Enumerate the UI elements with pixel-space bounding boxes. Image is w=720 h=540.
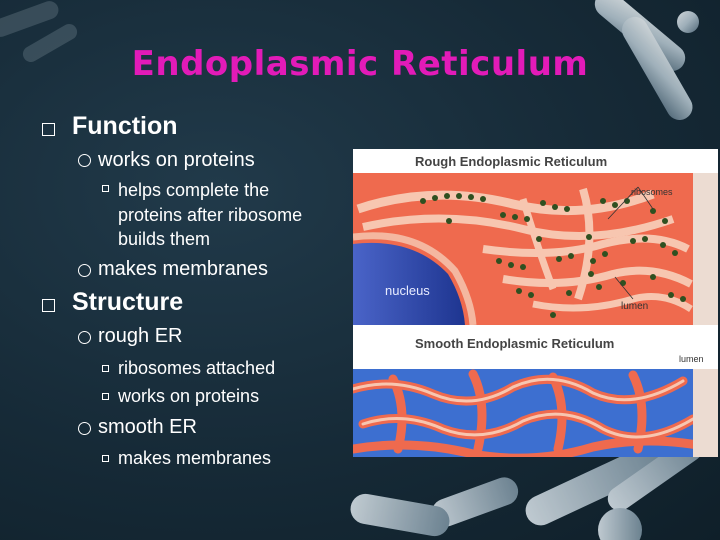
bullet-small-square-icon (102, 455, 109, 462)
subitem-helps-complete: helps complete the proteins after riboso… (118, 178, 302, 252)
subitem-makes-membranes: makes membranes (118, 448, 272, 468)
bullet-circle-icon (78, 422, 91, 435)
bullet-square-icon (42, 299, 55, 312)
subitem-line: builds them (118, 229, 211, 249)
lumen-label-smooth: lumen (679, 354, 704, 364)
item-works-on-proteins: works on proteins (98, 149, 255, 171)
bullet-circle-icon (78, 154, 91, 167)
slide-title: Endoplasmic Reticulum (131, 44, 589, 84)
bullet-square-icon (42, 123, 55, 136)
smooth-er-panel: Smooth Endoplasmic Reticulum lumen (353, 336, 718, 457)
er-illustration: Rough Endoplasmic Reticulum (353, 149, 718, 457)
bullet-small-square-icon (102, 393, 109, 400)
subitem-works-on-proteins: works on proteins (118, 386, 260, 406)
ribosomes-label: ribosomes (631, 187, 673, 197)
rough-er-panel: Rough Endoplasmic Reticulum (353, 154, 718, 325)
nucleus-label: nucleus (385, 283, 430, 298)
item-makes-membranes: makes membranes (98, 258, 269, 280)
item-smooth-er: smooth ER (98, 416, 197, 438)
item-rough-er: rough ER (98, 325, 183, 347)
subitem-line: proteins after ribosome (118, 204, 303, 225)
bullet-circle-icon (78, 331, 91, 344)
heading-function: Function (72, 112, 178, 140)
heading-structure: Structure (72, 288, 184, 316)
bullet-small-square-icon (102, 185, 109, 192)
lumen-label-rough: lumen (621, 301, 648, 312)
smooth-er-caption: Smooth Endoplasmic Reticulum (415, 336, 614, 351)
bullet-circle-icon (78, 264, 91, 277)
er-diagram: Rough Endoplasmic Reticulum (353, 154, 718, 457)
subitem-line: helps complete the (118, 180, 270, 200)
bullet-small-square-icon (102, 365, 109, 372)
subitem-ribosomes-attached: ribosomes attached (118, 358, 276, 378)
rough-er-caption: Rough Endoplasmic Reticulum (415, 154, 607, 169)
